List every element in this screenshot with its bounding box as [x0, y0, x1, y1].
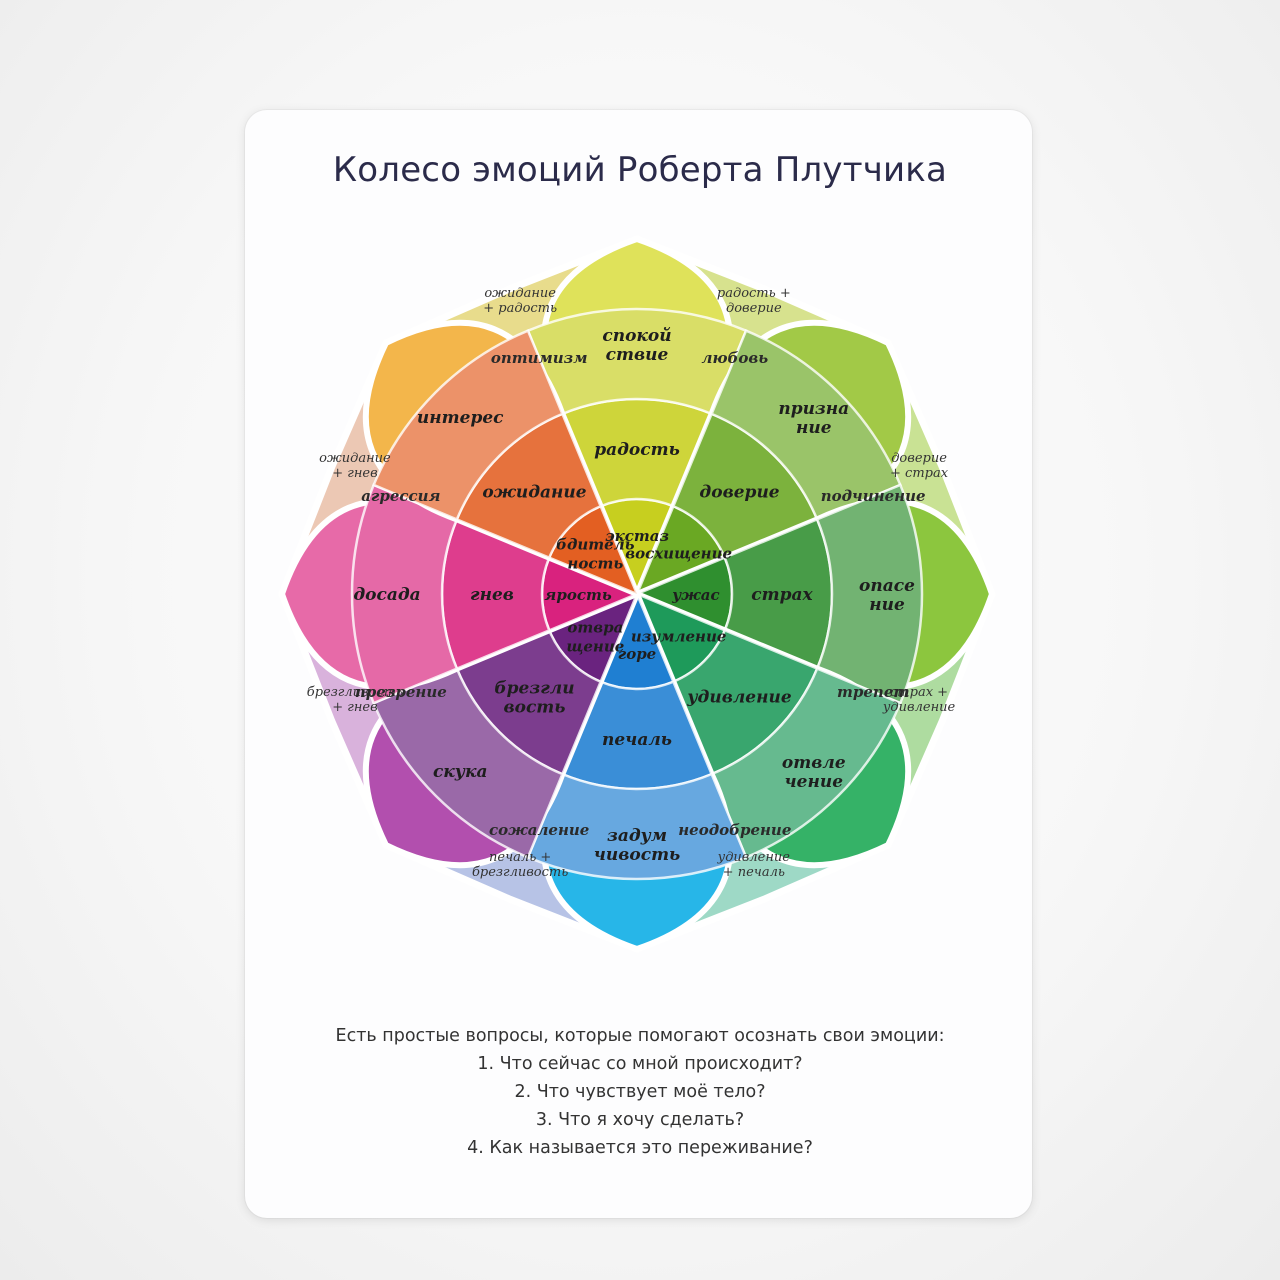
dyad-pair-text: брезгливость+ гнев — [307, 685, 403, 715]
question-3: 3. Что я хочу сделать? — [535, 1110, 745, 1130]
petal-layer — [279, 236, 995, 952]
question-1: 1. Что сейчас со мной происходит? — [477, 1054, 803, 1074]
petal-label: экстаз — [605, 527, 669, 545]
petal-label: радость — [594, 440, 680, 460]
dyad-result-text: оптимизм — [491, 349, 588, 367]
petal-label: доверие — [699, 482, 779, 502]
dyad-result-text: презрение — [355, 683, 447, 701]
dyad-pair-text: ожидание+ радость — [483, 286, 557, 316]
petal-label: ярость — [544, 586, 611, 604]
question-2: 2. Что чувствует моё тело? — [514, 1082, 766, 1102]
dyad-result-text: неодобрение — [678, 821, 791, 839]
dyad-result-text: агрессия — [361, 487, 440, 505]
petal-label: досада — [353, 585, 420, 605]
card-title: Колесо эмоций Роберта Плутчика — [332, 150, 948, 190]
dyad-pair-text: доверие+ страх — [890, 451, 949, 481]
dyad-result-text: сожаление — [489, 821, 589, 839]
petal-label: ужас — [671, 586, 719, 604]
petal-label: удивление — [686, 688, 792, 708]
dyad-pair-text: удивление+ печаль — [717, 850, 791, 880]
petal-label: страх — [751, 585, 813, 605]
petal-label: интерес — [417, 408, 504, 428]
petal-label: ожидание — [482, 482, 586, 502]
question-4: 4. Как называется это переживание? — [467, 1138, 813, 1158]
dyad-pair-text: печаль +брезгливость — [472, 850, 568, 880]
label-layer: радость +доверие любовь доверие+ страх подч… — [307, 286, 956, 880]
petal-label: горе — [618, 645, 656, 663]
questions-intro: Есть простые вопросы, которые помогают о… — [335, 1026, 945, 1046]
petal-label: печаль — [602, 730, 672, 750]
dyad-result-text: подчинение — [821, 487, 926, 505]
questions-block: Есть простые вопросы, которые помогают о… — [300, 1022, 980, 1162]
petal-label: гнев — [470, 585, 514, 605]
dyad-result-text: трепет — [837, 683, 909, 701]
petal-band — [372, 329, 565, 522]
dyad-result-text: любовь — [702, 349, 769, 367]
petal-label: скука — [433, 762, 488, 782]
dyad-pair-text: страх +удивление — [882, 685, 956, 715]
petal-label: изумление — [631, 628, 727, 646]
petal-label: восхищение — [625, 544, 732, 562]
dyad-pair-text: радость +доверие — [717, 286, 791, 316]
dyad-pair-text: ожидание+ гнев — [319, 451, 391, 481]
